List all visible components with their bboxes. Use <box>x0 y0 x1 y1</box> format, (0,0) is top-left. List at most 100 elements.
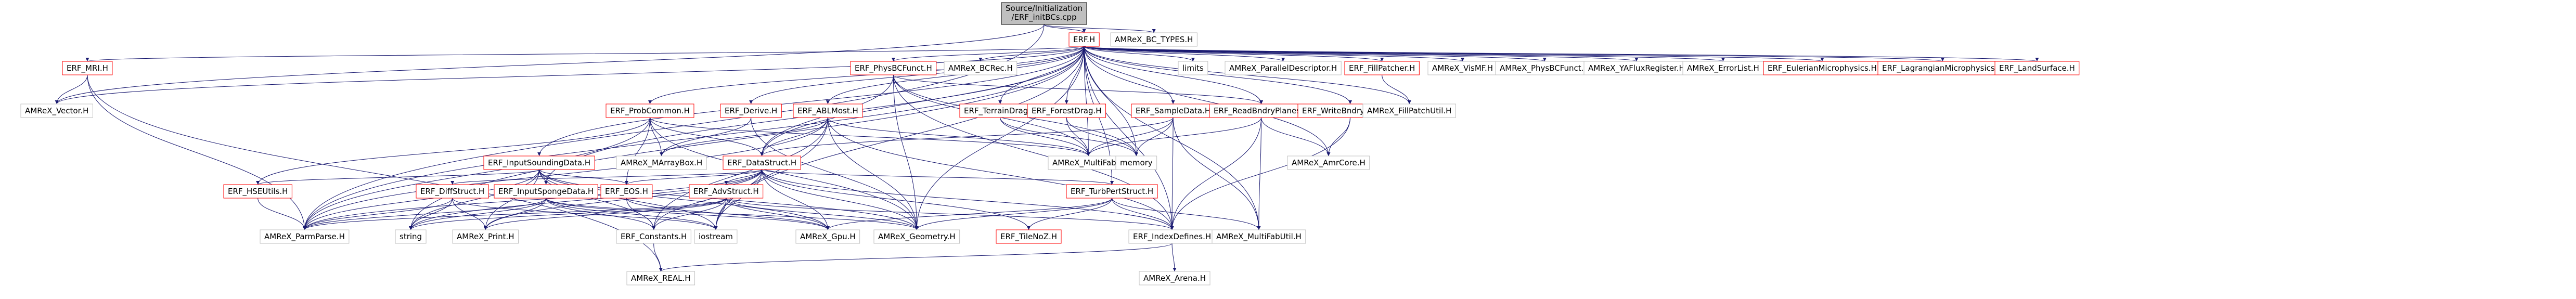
node-diffstruct[interactable]: ERF_DiffStruct.H <box>416 184 489 199</box>
edge-erf-to-bcrec <box>978 46 1085 62</box>
node-errorlist: AMReX_ErrorList.H <box>1682 61 1764 75</box>
edge-derive-to-marraybox <box>660 117 752 157</box>
edge-advstruct-to-parmparse <box>303 198 727 230</box>
node-erf[interactable]: ERF.H <box>1068 32 1100 47</box>
node-limits: limits <box>1178 61 1208 75</box>
node-label: ERF_Constants.H <box>621 232 687 242</box>
node-box <box>1344 61 1420 75</box>
edge-forestdrag-to-multifab <box>1066 117 1090 157</box>
node-label: AMReX_VisMF.H <box>1432 63 1493 73</box>
node-advstruct[interactable]: ERF_AdvStruct.H <box>689 184 764 199</box>
edge-erf-to-lagrangian <box>1084 46 1944 62</box>
edge-mri-to-vector <box>55 74 88 105</box>
node-box <box>944 61 1017 75</box>
node-mri[interactable]: ERF_MRI.H <box>62 61 113 75</box>
node-turbpert[interactable]: ERF_TurbPertStruct.H <box>1066 184 1158 199</box>
node-fillpatchutil: AMReX_FillPatchUtil.H <box>1362 103 1456 118</box>
edge-inputsounding-to-print <box>483 169 540 230</box>
edge-datastruct-to-geometry <box>762 169 919 230</box>
node-label: ERF.H <box>1073 35 1095 44</box>
edge-advstruct-to-geometry <box>726 198 919 230</box>
node-amrcore: AMReX_AmrCore.H <box>1287 155 1370 170</box>
edge-probcommon-to-multifab <box>649 117 1090 157</box>
edge-fillpatcher-to-fillpatchutil <box>1382 74 1411 105</box>
node-bcrec: AMReX_BCRec.H <box>944 61 1017 75</box>
node-label: ERF_HSEUtils.H <box>228 187 288 197</box>
node-ablmost[interactable]: ERF_ABLMost.H <box>793 103 863 118</box>
node-root[interactable]: Source/Initialization/ERF_initBCs.cpp <box>1001 2 1087 25</box>
edge-sampledata-to-multifabutil <box>1173 117 1261 230</box>
node-box <box>1001 2 1087 25</box>
node-forestdrag[interactable]: ERF_ForestDrag.H <box>1027 103 1106 118</box>
node-hseutils[interactable]: ERF_HSEUtils.H <box>223 184 292 199</box>
node-readbndry[interactable]: ERF_ReadBndryPlanes.H <box>1209 103 1313 118</box>
edge-derive-to-geometry <box>751 117 919 230</box>
node-physbcfunct[interactable]: ERF_PhysBCFunct.H <box>850 61 937 75</box>
node-constants: ERF_Constants.H <box>616 229 691 244</box>
node-label: ERF_EulerianMicrophysics.H <box>1768 63 1877 73</box>
edge-erf-to-multifab <box>1084 46 1090 157</box>
node-box <box>395 229 427 244</box>
node-box <box>1027 103 1106 118</box>
edge-probcommon-to-geometry <box>649 117 919 230</box>
node-label: ERF_AdvStruct.H <box>693 187 759 197</box>
node-iostream: iostream <box>694 229 738 244</box>
node-box <box>1287 155 1370 170</box>
edge-advstruct-to-gpu <box>726 198 830 230</box>
edge-inputsponge-to-gpu <box>546 198 830 230</box>
node-label: AMReX_YAFluxRegister.H <box>1588 63 1685 73</box>
node-real: AMReX_REAL.H <box>626 271 695 285</box>
node-box <box>723 155 801 170</box>
edge-inputsponge-to-string <box>409 198 547 230</box>
node-label: ERF_Derive.H <box>725 106 777 116</box>
node-box <box>416 184 489 199</box>
edge-datastruct-to-string <box>409 169 763 230</box>
node-label: AMReX_PhysBCFunct.H <box>1500 63 1590 73</box>
node-label: AMReX_Vector.H <box>25 106 88 116</box>
node-label: AMReX_AmrCore.H <box>1292 158 1366 168</box>
node-fillpatcher[interactable]: ERF_FillPatcher.H <box>1344 61 1420 75</box>
edge-terraindrag-to-multifab <box>1000 117 1090 157</box>
edge-diffstruct-to-iostream <box>452 198 718 230</box>
edge-datastruct-to-gpu <box>762 169 830 230</box>
edge-eos-to-constants <box>626 198 656 230</box>
node-derive[interactable]: ERF_Derive.H <box>720 103 782 118</box>
edge-erf-to-parmparse <box>302 46 1085 230</box>
node-inputsounding[interactable]: ERF_InputSoundingData.H <box>483 155 595 170</box>
node-datastruct[interactable]: ERF_DataStruct.H <box>723 155 801 170</box>
node-box <box>1068 32 1100 47</box>
edge-probcommon-to-eos <box>624 117 650 185</box>
edge-ablmost-to-constants <box>652 117 828 230</box>
node-inputsponge[interactable]: ERF_InputSpongeData.H <box>494 184 598 199</box>
node-box <box>606 103 694 118</box>
node-box <box>1066 184 1158 199</box>
node-eos[interactable]: ERF_EOS.H <box>600 184 653 199</box>
edge-datastruct-to-tileno <box>762 169 1031 230</box>
node-label: /ERF_initBCs.cpp <box>1011 12 1076 22</box>
node-box <box>1131 103 1215 118</box>
node-box <box>1209 103 1313 118</box>
node-probcommon[interactable]: ERF_ProbCommon.H <box>606 103 694 118</box>
node-box <box>1583 61 1690 75</box>
node-label: ERF_ForestDrag.H <box>1032 106 1102 116</box>
edge-erf-to-amrcore <box>1084 46 1331 157</box>
node-box <box>1994 61 2080 75</box>
node-landsurface[interactable]: ERF_LandSurface.H <box>1994 61 2080 75</box>
edge-erf-to-physbcfunct <box>892 46 1085 62</box>
node-label: ERF_DataStruct.H <box>727 158 796 168</box>
edge-readbndry-to-multifab <box>1086 117 1262 157</box>
node-memory: memory <box>1115 155 1157 170</box>
edge-ablmost-to-multifab <box>827 117 1090 157</box>
edge-advstruct-to-string <box>409 198 727 230</box>
node-parmparse: AMReX_ParmParse.H <box>260 229 350 244</box>
node-tileno[interactable]: ERF_TileNoZ.H <box>996 229 1062 244</box>
edge-inputsponge-to-parmparse <box>303 198 547 230</box>
node-eulerian[interactable]: ERF_EulerianMicrophysics.H <box>1763 61 1882 75</box>
node-lagrangian[interactable]: ERF_LagrangianMicrophysics.H <box>1877 61 2008 75</box>
edge-ablmost-to-iostream <box>714 117 828 230</box>
node-sampledata[interactable]: ERF_SampleData.H <box>1131 103 1215 118</box>
node-label: Source/Initialization <box>1006 4 1083 13</box>
node-label: memory <box>1120 158 1153 167</box>
edge-ablmost-to-datastruct <box>760 117 828 157</box>
node-gpu: AMReX_Gpu.H <box>795 229 860 244</box>
